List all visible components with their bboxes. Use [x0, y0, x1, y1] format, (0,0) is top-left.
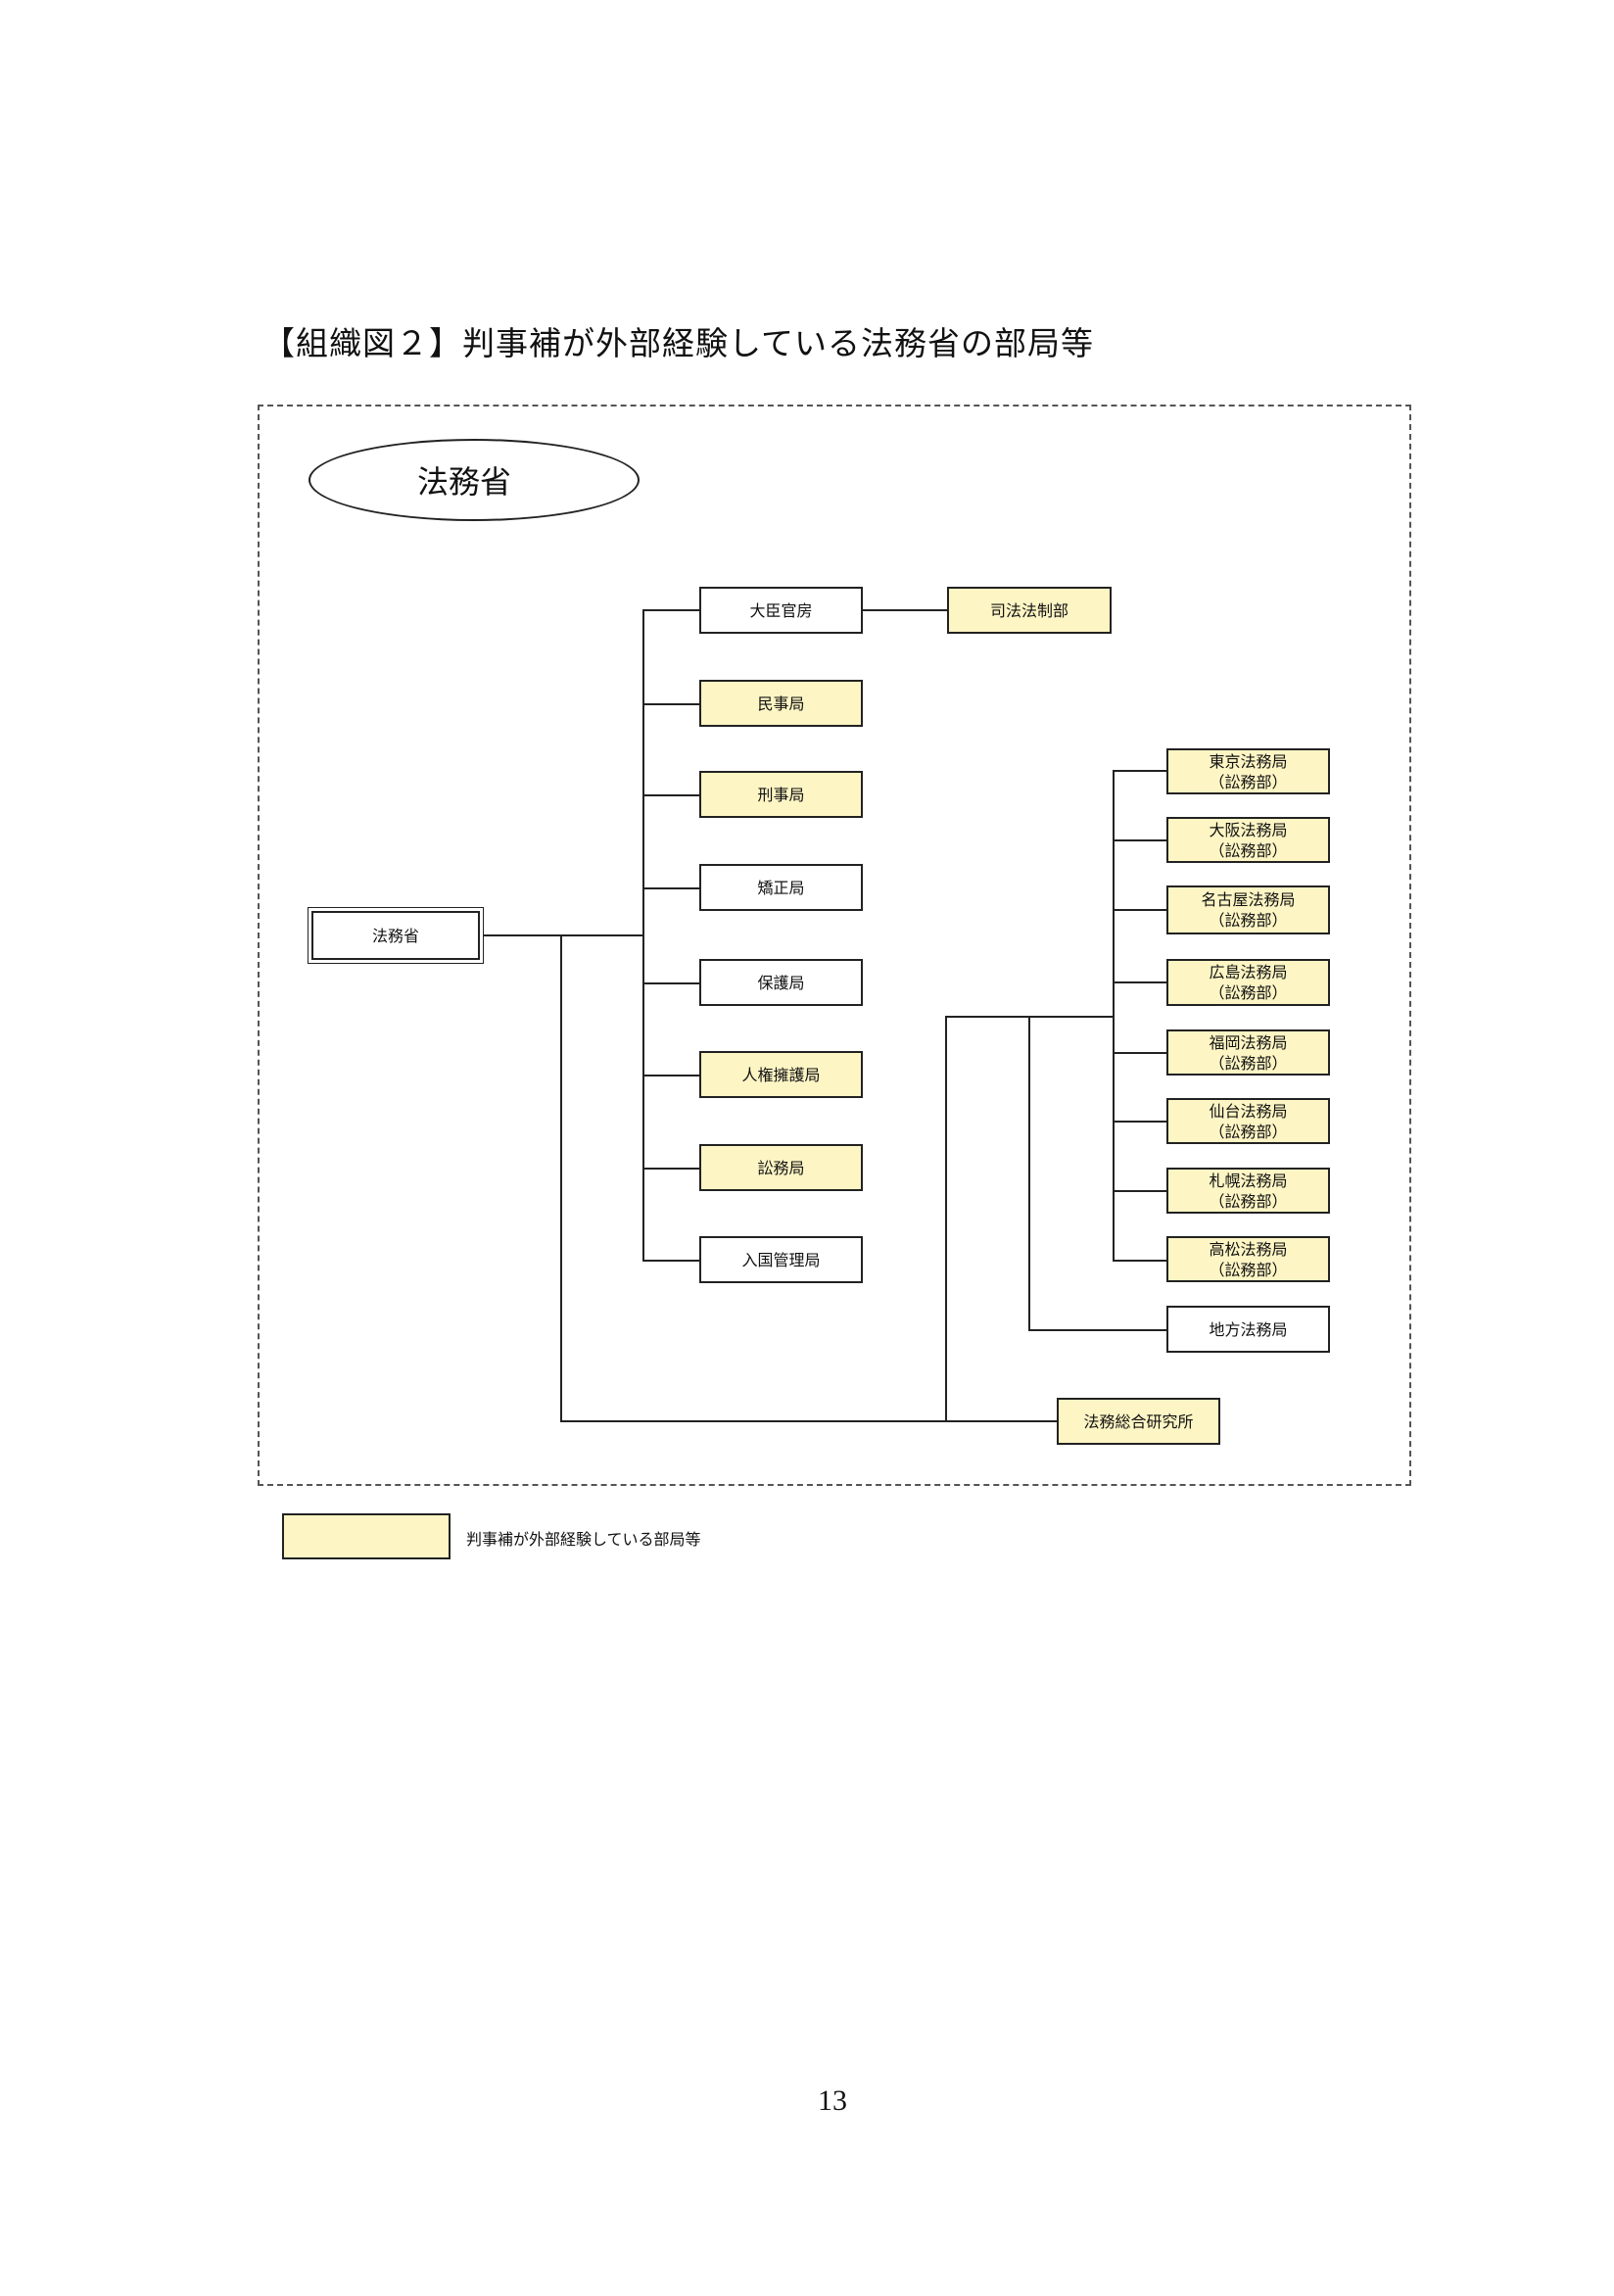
node-sub-label: （訟務部） — [1209, 772, 1288, 791]
connector — [642, 703, 699, 705]
node-label: 矯正局 — [757, 878, 805, 897]
connector — [1028, 1329, 1166, 1331]
node-label: 広島法務局 — [1209, 963, 1288, 981]
connector — [1113, 770, 1166, 772]
node-label: 訟務局 — [757, 1158, 805, 1177]
root-node-label: 法務省 — [371, 926, 419, 945]
node-label: 大阪法務局 — [1209, 820, 1288, 839]
connector — [560, 934, 562, 1422]
connector — [863, 609, 947, 611]
node-label: 大臣官房 — [749, 600, 813, 620]
connector — [642, 1168, 699, 1170]
node-label: 仙台法務局 — [1209, 1101, 1288, 1121]
node-regional-bureau: 東京法務局 （訟務部） — [1166, 748, 1330, 794]
page-title: 【組織図２】判事補が外部経験している法務省の部局等 — [262, 324, 1095, 362]
node-human-rights-bureau: 人権擁護局 — [699, 1051, 863, 1098]
connector — [1113, 1052, 1166, 1054]
connector — [642, 982, 699, 984]
connector — [642, 1075, 699, 1076]
node-label: 名古屋法務局 — [1201, 890, 1296, 909]
node-regional-bureau: 名古屋法務局 （訟務部） — [1166, 885, 1330, 934]
node-minister-secretariat: 大臣官房 — [699, 587, 863, 634]
connector — [642, 609, 644, 1262]
connector — [1113, 981, 1166, 983]
node-regional-bureau: 仙台法務局 （訟務部） — [1166, 1098, 1330, 1144]
node-regional-bureau: 札幌法務局 （訟務部） — [1166, 1168, 1330, 1214]
node-criminal-affairs-bureau: 刑事局 — [699, 771, 863, 818]
node-immigration-bureau: 入国管理局 — [699, 1236, 863, 1283]
node-label: 東京法務局 — [1209, 751, 1288, 771]
node-label: 刑事局 — [757, 785, 805, 804]
connector — [945, 1016, 947, 1422]
connector — [1028, 1016, 1030, 1331]
node-regional-bureau: 広島法務局 （訟務部） — [1166, 959, 1330, 1006]
org-chart-frame — [258, 405, 1411, 1486]
connector — [483, 934, 643, 936]
node-district-bureau: 地方法務局 — [1166, 1306, 1330, 1353]
connector — [642, 1260, 699, 1262]
node-label: 司法法制部 — [989, 600, 1068, 620]
node-sub-label: （訟務部） — [1209, 840, 1288, 860]
node-sub-label: （訟務部） — [1209, 1191, 1288, 1211]
node-sub-label: （訟務部） — [1209, 1260, 1288, 1279]
node-judicial-system-dept: 司法法制部 — [947, 587, 1112, 634]
node-label: 保護局 — [757, 973, 805, 992]
node-label: 地方法務局 — [1209, 1319, 1288, 1339]
legend-label: 判事補が外部経験している部局等 — [466, 1530, 701, 1549]
root-node-ministry: 法務省 — [308, 907, 484, 964]
legend-swatch — [282, 1513, 451, 1559]
ministry-header-label: 法務省 — [416, 463, 511, 501]
node-regional-bureau: 大阪法務局 （訟務部） — [1166, 817, 1330, 863]
connector — [642, 794, 699, 796]
node-rehabilitation-bureau: 保護局 — [699, 959, 863, 1006]
node-label: 福岡法務局 — [1209, 1032, 1288, 1052]
node-label: 法務総合研究所 — [1083, 1411, 1194, 1431]
node-label: 民事局 — [757, 694, 805, 713]
node-litigation-bureau: 訟務局 — [699, 1144, 863, 1191]
connector — [560, 1420, 1057, 1422]
node-sub-label: （訟務部） — [1209, 1053, 1288, 1073]
page-number: 13 — [818, 2084, 847, 2117]
connector — [642, 609, 699, 611]
node-regional-bureau: 福岡法務局 （訟務部） — [1166, 1029, 1330, 1076]
node-correction-bureau: 矯正局 — [699, 864, 863, 911]
node-sub-label: （訟務部） — [1209, 911, 1288, 930]
node-sub-label: （訟務部） — [1209, 1122, 1288, 1141]
node-label: 入国管理局 — [741, 1250, 821, 1269]
node-label: 札幌法務局 — [1209, 1171, 1288, 1190]
node-regional-bureau: 高松法務局 （訟務部） — [1166, 1236, 1330, 1282]
connector — [642, 887, 699, 889]
connector — [1113, 909, 1166, 911]
node-sub-label: （訟務部） — [1209, 983, 1288, 1002]
connector — [1113, 1121, 1166, 1123]
node-civil-affairs-bureau: 民事局 — [699, 680, 863, 727]
node-research-institute: 法務総合研究所 — [1057, 1398, 1220, 1445]
connector — [1113, 1260, 1166, 1262]
node-label: 人権擁護局 — [741, 1065, 821, 1084]
connector — [1113, 839, 1166, 841]
connector — [1113, 770, 1115, 1262]
node-label: 高松法務局 — [1209, 1239, 1288, 1259]
connector — [1113, 1190, 1166, 1192]
ministry-header-ellipse: 法務省 — [309, 439, 640, 521]
